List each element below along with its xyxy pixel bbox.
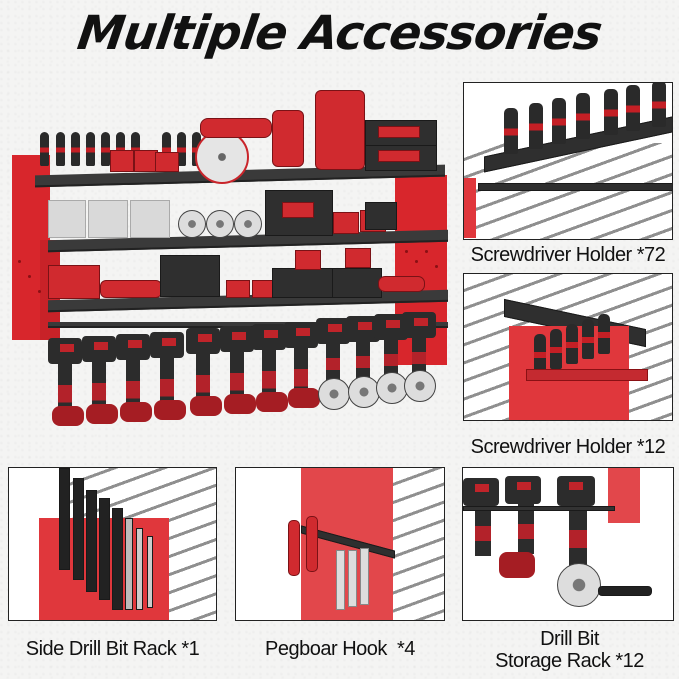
- panel-screwdriver-holder-72: [463, 82, 673, 240]
- caption-drill-bit-storage-rack-line2: Storage Rack *12: [495, 650, 644, 672]
- hero-tool-rack-image: [0, 90, 460, 440]
- caption-drill-bit-storage-rack-line1: Drill Bit: [540, 628, 599, 650]
- caption-side-drill-bit-rack: Side Drill Bit Rack *1: [25, 638, 200, 660]
- panel-screwdriver-holder-12: [463, 273, 673, 421]
- panel-pegboard-hook: [235, 467, 445, 621]
- caption-pegboard-hook: Pegboar Hook *4: [265, 638, 415, 660]
- circular-saw: [195, 130, 249, 184]
- panel-drill-bit-storage-rack: [462, 467, 674, 621]
- caption-drill-bit-storage-rack: Drill Bit Storage Rack *12: [462, 628, 677, 672]
- caption-screwdriver-holder-12: Screwdriver Holder *12: [470, 436, 666, 458]
- caption-screwdriver-holder-72: Screwdriver Holder *72: [470, 244, 666, 266]
- panel-side-drill-bit-rack: [8, 467, 217, 621]
- page-title: Multiple Accessories: [74, 6, 605, 61]
